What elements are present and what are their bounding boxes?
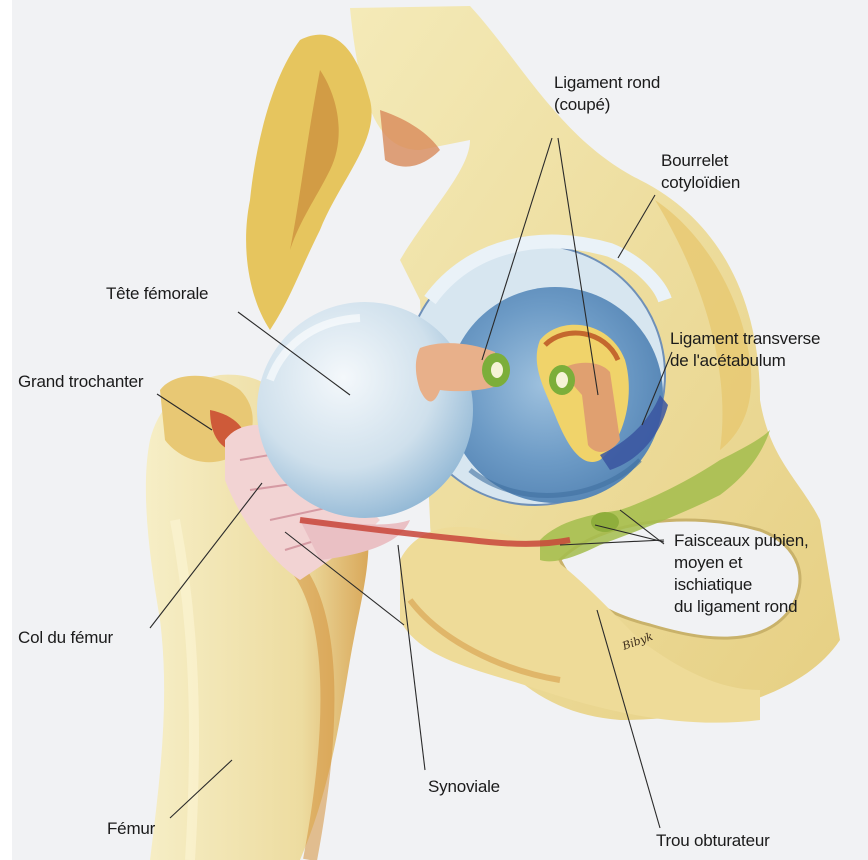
label-ligament-transverse: Ligament transverse de l'acétabulum — [670, 328, 820, 372]
label-femur: Fémur — [107, 818, 155, 840]
label-bourrelet-line1: Bourrelet — [661, 150, 740, 172]
label-ligament-transverse-line2: de l'acétabulum — [670, 350, 820, 372]
label-faisceaux: Faisceaux pubien, moyen et ischiatique d… — [674, 530, 809, 618]
label-trou-obturateur: Trou obturateur — [656, 830, 770, 852]
label-tete-femorale: Tête fémorale — [106, 283, 208, 305]
label-bourrelet-line2: cotyloïdien — [661, 172, 740, 194]
label-faisceaux-line4: du ligament rond — [674, 596, 809, 618]
label-faisceaux-line2: moyen et — [674, 552, 809, 574]
label-faisceaux-line1: Faisceaux pubien, — [674, 530, 809, 552]
label-synoviale: Synoviale — [428, 776, 500, 798]
label-bourrelet: Bourrelet cotyloïdien — [661, 150, 740, 194]
label-grand-trochanter: Grand trochanter — [18, 371, 143, 393]
label-ligament-transverse-line1: Ligament transverse — [670, 328, 820, 350]
label-ligament-rond: Ligament rond (coupé) — [554, 72, 660, 116]
label-ligament-rond-line1: Ligament rond — [554, 72, 660, 94]
label-faisceaux-line3: ischiatique — [674, 574, 809, 596]
label-col-femur: Col du fémur — [18, 627, 113, 649]
label-ligament-rond-line2: (coupé) — [554, 94, 660, 116]
femoral-head — [257, 302, 473, 518]
